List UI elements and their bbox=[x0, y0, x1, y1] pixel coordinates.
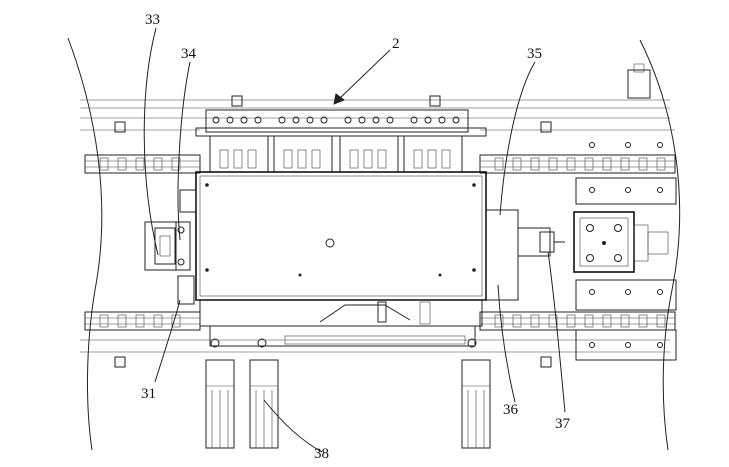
breaker-module-2 bbox=[273, 116, 333, 173]
label-34: 34 bbox=[181, 46, 197, 62]
frame-blocks bbox=[114, 95, 552, 368]
right-frame bbox=[575, 63, 677, 361]
support-legs bbox=[205, 359, 491, 449]
upper-chain-rail bbox=[84, 154, 676, 174]
leader-lines bbox=[143, 27, 566, 453]
breaker-module-3 bbox=[339, 116, 399, 173]
right-break-curve bbox=[639, 39, 681, 451]
main-housing bbox=[195, 171, 487, 301]
label-35: 35 bbox=[527, 46, 542, 62]
breaker-module-4 bbox=[403, 116, 463, 173]
label-37: 37 bbox=[555, 416, 571, 432]
left-break-curve bbox=[67, 37, 103, 451]
label-33: 33 bbox=[145, 12, 160, 28]
label-31: 31 bbox=[141, 386, 156, 402]
upper-frame-rails bbox=[80, 99, 675, 131]
breaker-module-1 bbox=[209, 116, 269, 173]
left-clamp bbox=[144, 189, 197, 305]
label-38: 38 bbox=[314, 446, 329, 462]
label-2: 2 bbox=[392, 36, 400, 52]
breaker-assembly bbox=[195, 109, 487, 173]
right-clamp bbox=[485, 209, 669, 301]
label-36: 36 bbox=[503, 402, 519, 418]
lower-mechanism bbox=[199, 299, 483, 348]
